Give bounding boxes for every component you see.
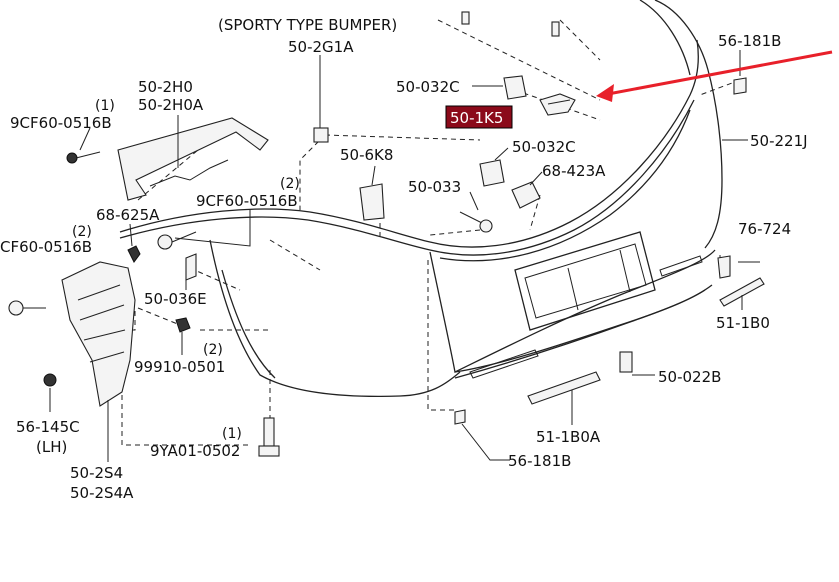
plug-50-6K8	[359, 165, 385, 221]
label-99910: 99910-0501	[134, 358, 225, 376]
label-56-181B-top: 56-181B	[718, 32, 781, 50]
screw-50-033	[459, 191, 493, 233]
label-left-qty: (2)	[72, 224, 92, 240]
label-50-2S4A: 50-2S4A	[70, 484, 134, 502]
clip-50-032C-top	[472, 75, 527, 100]
bracket-top-center	[461, 11, 470, 25]
bracket-50-2S4	[61, 261, 136, 462]
bolt-99910	[175, 317, 191, 355]
label-50-6K8: 50-6K8	[340, 146, 393, 164]
label-left-bolt: CF60-0516B	[0, 238, 92, 256]
highlight-50-1K5	[445, 105, 513, 129]
bolt-left	[8, 300, 46, 316]
label-50-1K5: 50-1K5	[450, 109, 503, 127]
label-50-2S4: 50-2S4	[70, 464, 123, 482]
reflector-51-1B0A	[527, 371, 601, 425]
nut-68-625A	[127, 223, 141, 263]
reflector-51-1B0	[719, 277, 765, 310]
label-50-032C-top: 50-032C	[396, 78, 460, 96]
label-68-423A: 68-423A	[542, 162, 606, 180]
label-9CF60-mid: 9CF60-0516B	[196, 192, 298, 210]
clip-50-1K5	[539, 93, 576, 116]
label-9CF60-mid-qty: (2)	[280, 176, 300, 192]
bracket-56-181B-bottom	[454, 409, 510, 461]
clip-50-032C-mid	[479, 147, 509, 187]
label-50-036E: 50-036E	[144, 290, 207, 308]
screw-9CF60-top-left	[66, 127, 101, 164]
label-51-1B0: 51-1B0	[716, 314, 770, 332]
bracket-top-right	[551, 21, 560, 37]
label-50-022B: 50-022B	[658, 368, 721, 386]
label-56-181B-bottom: 56-181B	[508, 452, 571, 470]
label-50-2H0: 50-2H0	[138, 78, 193, 96]
retainer-68-423A	[511, 171, 543, 209]
label-56-145C: 56-145C	[16, 418, 80, 436]
label-56-145C-lh: (LH)	[36, 438, 67, 456]
label-50-2G1A: 50-2G1A	[288, 38, 354, 56]
bracket-50-2H0	[117, 115, 269, 201]
label-9CF60-top: 9CF60-0516B	[10, 114, 112, 132]
label-sporty-type-bumper: (SPORTY TYPE BUMPER)	[218, 16, 397, 34]
label-68-625A: 68-625A	[96, 206, 160, 224]
clip-76-724	[717, 255, 760, 279]
screw-9CF60-mid	[157, 210, 251, 250]
label-76-724: 76-724	[738, 220, 791, 238]
label-50-2H0-qty: (1)	[95, 98, 115, 114]
label-50-033: 50-033	[408, 178, 461, 196]
label-50-221J: 50-221J	[750, 132, 808, 150]
nut-56-145C	[43, 373, 57, 412]
red-arrow-pointer	[596, 50, 833, 102]
label-9YA01: 9YA01-0502	[150, 442, 240, 460]
label-50-2H0A: 50-2H0A	[138, 96, 204, 114]
label-51-1B0A: 51-1B0A	[536, 428, 601, 446]
label-50-032C-mid: 50-032C	[512, 138, 576, 156]
clip-50-2G1A	[313, 55, 329, 143]
label-9YA01-qty: (1)	[222, 426, 242, 442]
label-99910-qty: (2)	[203, 342, 223, 358]
bolt-9YA01	[258, 417, 280, 457]
bracket-56-181B-top	[733, 50, 747, 95]
assembly-dashed-lines	[100, 19, 741, 446]
bracket-50-036E	[185, 253, 197, 290]
clip-50-022B	[619, 351, 655, 376]
